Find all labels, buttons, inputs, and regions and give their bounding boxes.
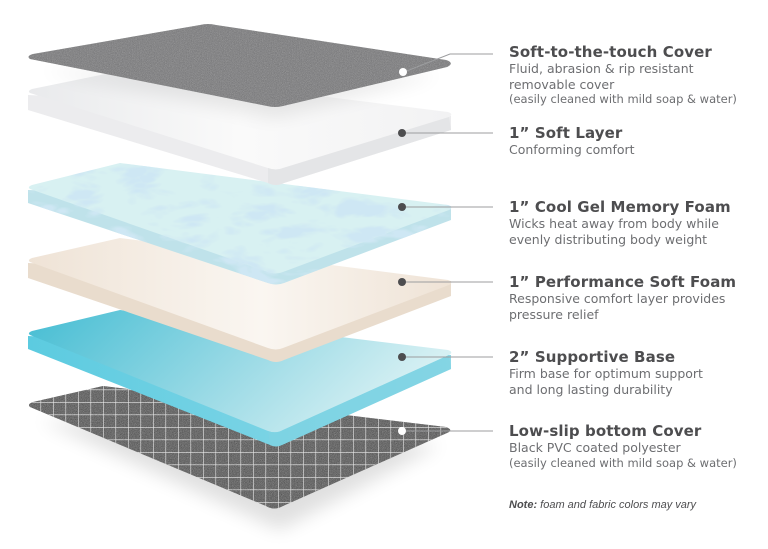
label-subnote: (easily cleaned with mild soap & water) (509, 455, 737, 470)
performance-soft-foam-layer (28, 238, 452, 362)
label-title: 1” Cool Gel Memory Foam (509, 198, 731, 216)
label-title: Low-slip bottom Cover (509, 422, 702, 440)
cool-gel-memory-foam-layer (28, 163, 452, 285)
label-description: evenly distributing body weight (509, 231, 708, 247)
label-description: removable cover (509, 76, 615, 92)
soft-layer-marker-dot (398, 129, 406, 137)
label-title: Soft-to-the-touch Cover (509, 43, 712, 61)
top-cover-layer (28, 24, 451, 107)
bottom-cover-marker-dot (398, 427, 406, 435)
color-disclaimer-note: Note: foam and fabric colors may vary (509, 499, 696, 511)
label-description: Conforming comfort (509, 142, 635, 157)
label-description: Responsive comfort layer provides (509, 291, 726, 306)
performance-foam-marker-dot (398, 278, 406, 286)
label-description: pressure relief (509, 306, 599, 322)
label-soft-layer: 1” Soft Layer Conforming comfort (509, 124, 635, 158)
label-performance-soft-foam: 1” Performance Soft Foam Responsive comf… (509, 273, 736, 322)
label-title: 1” Soft Layer (509, 124, 623, 142)
supportive-base-marker-dot (398, 353, 406, 361)
label-description: Fluid, abrasion & rip resistant (509, 61, 694, 76)
label-title: 2” Supportive Base (509, 348, 676, 366)
label-cool-gel-memory-foam: 1” Cool Gel Memory Foam Wicks heat away … (509, 198, 731, 247)
label-bottom-cover: Low-slip bottom Cover Black PVC coated p… (509, 422, 737, 471)
label-description: and long lasting durability (509, 381, 673, 397)
note-text: foam and fabric colors may vary (537, 499, 697, 511)
label-subnote: (easily cleaned with mild soap & water) (509, 92, 737, 106)
top-cover-marker-dot (399, 68, 407, 76)
label-top-cover: Soft-to-the-touch Cover Fluid, abrasion … (509, 43, 737, 107)
label-description: Wicks heat away from body while (509, 216, 719, 231)
soft-layer (28, 71, 452, 185)
note-label: Note: (509, 499, 538, 511)
label-description: Firm base for optimum support (509, 366, 703, 381)
gel-foam-marker-dot (398, 203, 406, 211)
supportive-base-layer (28, 310, 452, 447)
label-supportive-base: 2” Supportive Base Firm base for optimum… (509, 348, 703, 397)
callout-connectors (402, 53, 493, 432)
label-title: 1” Performance Soft Foam (509, 273, 737, 291)
label-description: Black PVC coated polyester (509, 440, 681, 455)
